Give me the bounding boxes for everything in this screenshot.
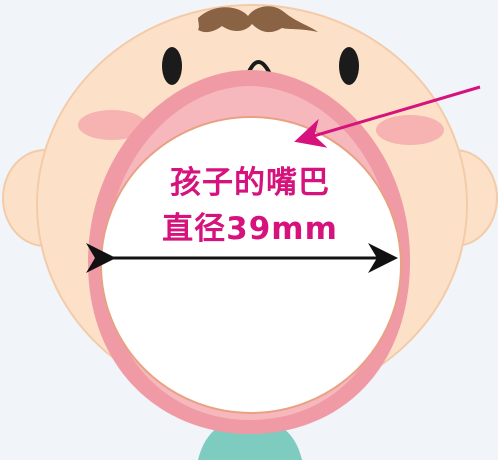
caption-line-2: 直径39mm <box>162 211 338 247</box>
left-eye <box>162 47 182 85</box>
pointer-arrow <box>294 85 481 148</box>
right-cheek <box>376 115 444 145</box>
left-cheek <box>78 110 146 140</box>
right-eye <box>339 47 359 85</box>
caption-line-1: 孩子的嘴巴 <box>170 165 330 201</box>
mouth-opening <box>100 116 402 414</box>
hair <box>198 6 318 33</box>
